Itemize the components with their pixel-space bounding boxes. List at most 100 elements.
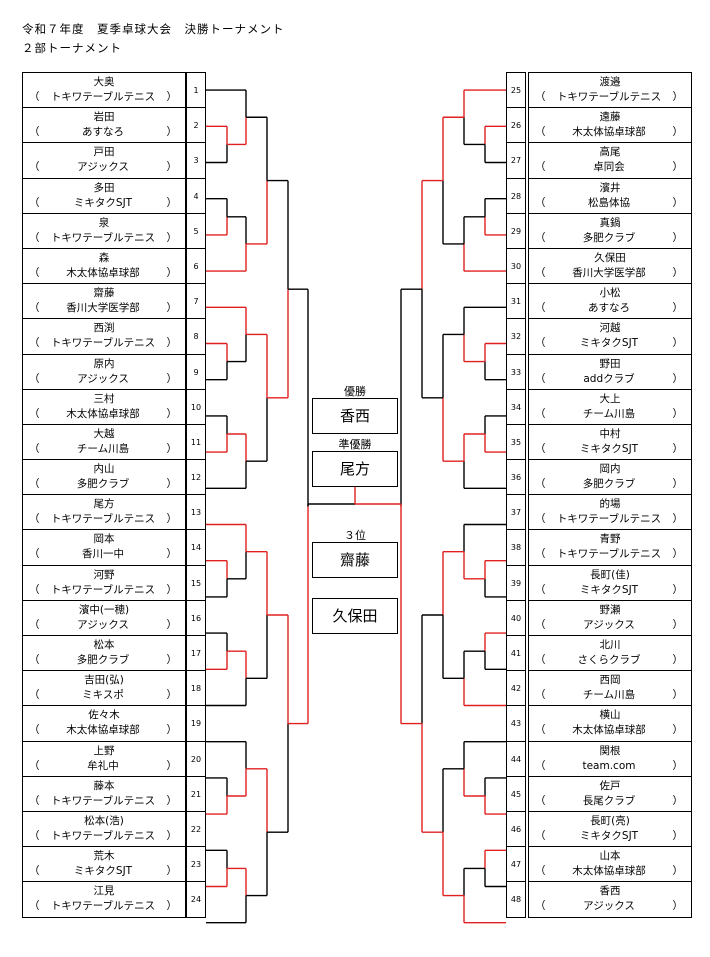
paren-close: ）	[166, 196, 178, 209]
player-name: 佐々木	[88, 709, 120, 722]
paren-open: （	[29, 900, 40, 913]
player-name: 関根	[599, 744, 621, 757]
seed-number: 11	[190, 437, 202, 447]
player-team: （トキワテーブルテニス）	[529, 512, 691, 527]
player-team: （トキワテーブルテニス）	[23, 90, 185, 105]
player-name: 三村	[93, 392, 115, 405]
paren-close: ）	[166, 337, 178, 350]
team-name: ミキタクSJT	[73, 865, 133, 878]
paren-close: ）	[166, 829, 178, 842]
team-name: 香川一中	[82, 548, 124, 561]
player-team: （長尾クラブ）	[529, 794, 691, 809]
player-team: （アジックス）	[529, 618, 691, 633]
player-team: （トキワテーブルテニス）	[529, 90, 691, 105]
paren-close: ）	[166, 372, 177, 385]
player-team: （あすなろ）	[529, 301, 691, 316]
team-name: トキワテーブルテニス	[50, 231, 156, 244]
seed-number: 31	[510, 297, 522, 307]
team-name: あすなろ	[82, 126, 124, 139]
team-name: あすなろ	[588, 302, 630, 315]
paren-close: ）	[672, 900, 683, 913]
seed-number: 23	[190, 860, 202, 870]
player-name: 尾方	[93, 498, 115, 511]
player-team: （木太体協卓球部）	[23, 407, 185, 422]
player-team: （多肥クラブ）	[529, 231, 691, 246]
player-name: 遠藤	[599, 111, 621, 124]
seed-number: 48	[510, 895, 522, 905]
player-name: 岡内	[599, 463, 621, 476]
paren-open: （	[29, 337, 40, 350]
paren-close: ）	[166, 513, 178, 526]
paren-close: ）	[166, 654, 178, 666]
paren-open: （	[535, 407, 546, 420]
paren-open: （	[29, 478, 40, 491]
seed-number: 36	[510, 473, 522, 483]
paren-close: ）	[166, 442, 178, 455]
paren-open: （	[535, 724, 546, 737]
seed-number: 28	[510, 191, 522, 201]
player-name: 長町(亮)	[590, 814, 630, 827]
team-name: トキワテーブルテニス	[50, 513, 156, 526]
player-name: 江見	[93, 885, 115, 898]
team-name: トキワテーブルテニス	[556, 91, 662, 103]
team-name: トキワテーブルテニス	[50, 91, 156, 103]
player-name: 佐戸	[599, 779, 621, 792]
paren-close: ）	[672, 161, 684, 174]
team-name: 木太体協卓球部	[572, 724, 646, 737]
seed-number: 35	[510, 437, 522, 447]
team-name: addクラブ	[583, 372, 635, 385]
team-name: トキワテーブルテニス	[50, 583, 156, 596]
seed-number: 25	[510, 86, 522, 95]
seed-number: 14	[190, 543, 202, 553]
player-name: 高尾	[599, 146, 621, 159]
team-name: 木太体協卓球部	[572, 865, 646, 878]
paren-open: （	[535, 865, 546, 878]
paren-close: ）	[672, 372, 683, 385]
team-name: チーム川島	[582, 689, 636, 702]
player-name: 吉田(弘)	[84, 674, 124, 687]
player-cell: 久保田（香川大学医学部）	[528, 247, 692, 285]
paren-close: ）	[166, 302, 178, 315]
seed-number-cell: 48	[506, 881, 526, 918]
paren-open: （	[29, 689, 40, 702]
player-team: （addクラブ）	[529, 372, 691, 387]
seed-number: 24	[190, 895, 202, 905]
seed-number: 8	[193, 332, 199, 342]
player-team: （ミキタクSJT）	[529, 336, 691, 351]
player-cell: 中村（ミキタクSJT）	[528, 423, 692, 461]
page-title: 令和７年度 夏季卓球大会 決勝トーナメント	[22, 22, 285, 36]
player-team: （トキワテーブルテニス）	[23, 794, 185, 809]
team-name: 多肥クラブ	[76, 478, 130, 491]
paren-open: （	[535, 266, 546, 279]
player-team: （多肥クラブ）	[529, 477, 691, 492]
paren-open: （	[29, 302, 40, 315]
paren-open: （	[535, 548, 546, 561]
seed-number: 10	[190, 402, 202, 412]
seed-number: 5	[193, 226, 199, 236]
player-name: 濱井	[599, 181, 621, 194]
player-team: （ミキタクSJT）	[23, 864, 185, 879]
paren-open: （	[535, 126, 546, 139]
seed-number: 1	[193, 86, 199, 95]
champion-label: 優勝	[344, 385, 366, 398]
team-name: アジックス	[77, 161, 129, 174]
team-name: アジックス	[77, 372, 129, 385]
paren-close: ）	[166, 478, 178, 491]
player-team: （アジックス）	[23, 372, 185, 387]
team-name: ミキタクSJT	[73, 196, 133, 209]
seed-number: 17	[190, 649, 202, 658]
player-name: 大越	[93, 427, 115, 440]
player-cell: 山本（木太体協卓球部）	[528, 846, 692, 883]
player-name: 久保田	[594, 251, 626, 264]
player-team: （トキワテーブルテニス）	[529, 547, 691, 562]
player-name: 泉	[98, 216, 110, 229]
team-name: team.com	[582, 759, 636, 772]
paren-open: （	[29, 266, 40, 279]
seed-number: 12	[190, 473, 202, 483]
player-team: （チーム川島）	[529, 407, 691, 422]
team-name: ミキスポ	[82, 689, 124, 702]
seed-number: 43	[510, 719, 522, 729]
player-team: （あすなろ）	[23, 125, 185, 140]
